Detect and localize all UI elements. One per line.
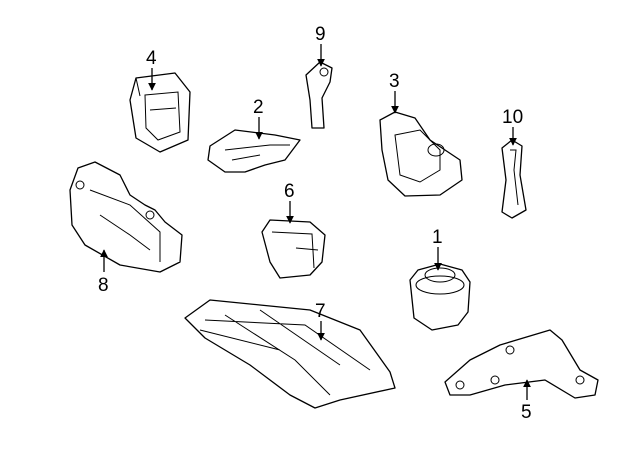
- callout-3: 3: [389, 71, 400, 114]
- part-3-engine-mount[interactable]: [379, 111, 463, 197]
- callout-10: 10: [502, 107, 523, 146]
- svg-text:7: 7: [315, 301, 326, 322]
- callout-7: 7: [315, 301, 326, 341]
- part-9-strap-bracket[interactable]: [305, 61, 333, 129]
- callout-8: 8: [98, 249, 109, 296]
- callout-2: 2: [253, 97, 264, 140]
- svg-text:5: 5: [521, 402, 532, 423]
- part-6-mount-insulator[interactable]: [261, 219, 326, 279]
- callout-1: 1: [432, 227, 443, 271]
- callout-4: 4: [146, 48, 157, 91]
- svg-text:10: 10: [502, 107, 523, 128]
- part-8-support-bracket[interactable]: [69, 161, 183, 273]
- part-4-transmission-mount[interactable]: [129, 72, 191, 153]
- part-1-engine-mount[interactable]: [409, 263, 471, 331]
- svg-text:3: 3: [389, 71, 400, 92]
- part-5-mount-bracket[interactable]: [444, 329, 599, 399]
- svg-text:2: 2: [253, 97, 264, 118]
- svg-text:8: 8: [98, 275, 109, 296]
- callout-5: 5: [521, 379, 532, 423]
- part-10-small-bracket[interactable]: [501, 139, 527, 219]
- svg-text:9: 9: [315, 24, 326, 45]
- callout-9: 9: [315, 24, 326, 67]
- part-7-crossmember[interactable]: [184, 299, 396, 409]
- part-2-heat-shield[interactable]: [207, 129, 301, 173]
- svg-text:4: 4: [146, 48, 157, 69]
- svg-text:1: 1: [432, 227, 443, 248]
- svg-text:6: 6: [284, 181, 295, 202]
- callout-6: 6: [284, 181, 295, 224]
